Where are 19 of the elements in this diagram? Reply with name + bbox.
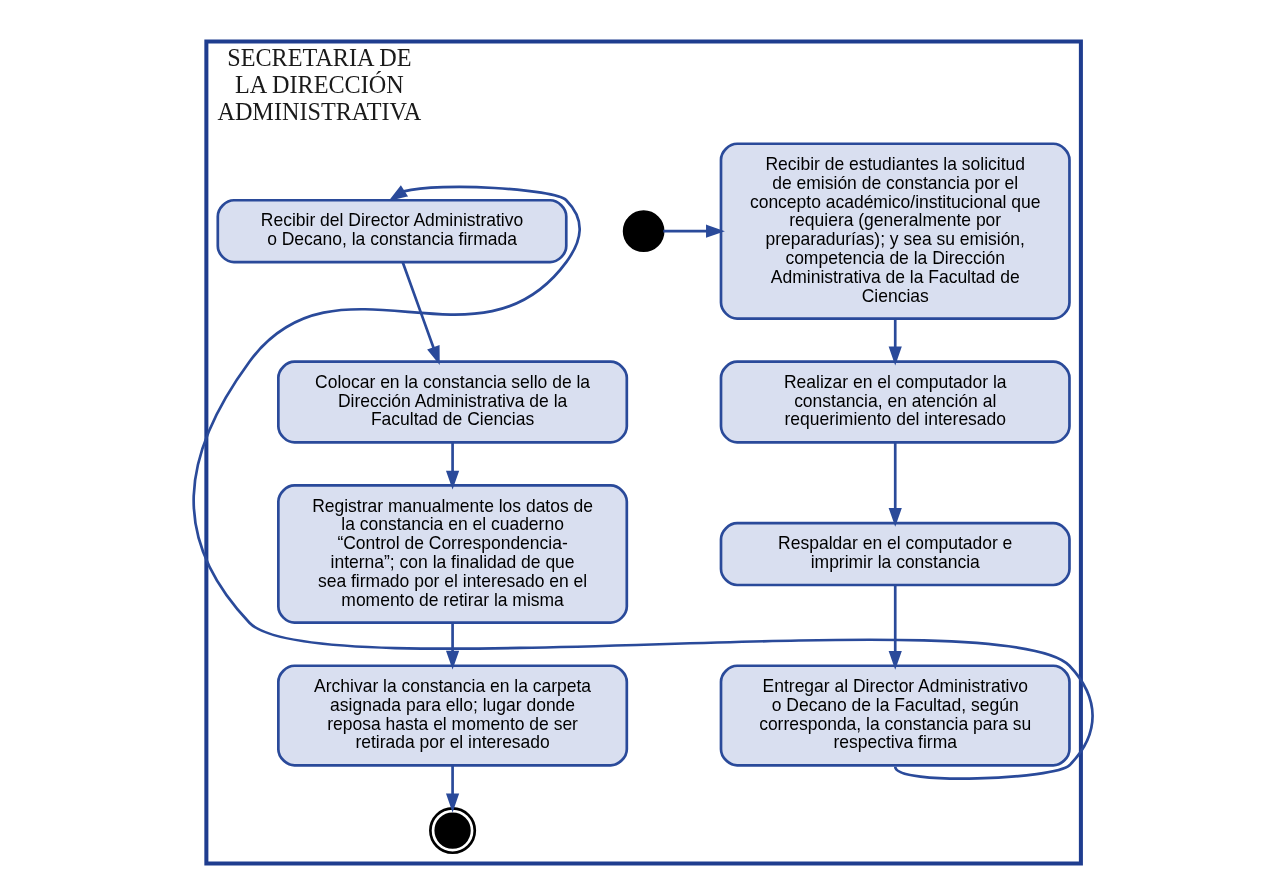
node-box: Registrar manualmente los datos de la constancia en el cuaderno “Control de Correspondencia-interna”; con la finalidad de que sea firmado por el interesado en el momento de retirar la misma xyxy=(277,484,629,625)
arrow xyxy=(445,442,460,490)
node-box: Archivar la constancia en la carpeta asignada para ello; lugar donde reposa hasta el momento de ser retirada por el interesado xyxy=(277,664,629,767)
arrow xyxy=(445,765,460,813)
arrow xyxy=(663,224,725,238)
node-box: Respaldar en el computador e imprimir la constancia xyxy=(719,521,1071,587)
node-box: Recibir de estudiantes la solicitud de emisión de constancia por el concepto académico/institucional que requiera (generalmente por preparadurías); y sea su emisión, competencia de la Dirección Administrativa de la Facultad de Ciencias xyxy=(719,142,1071,320)
arrow xyxy=(888,319,902,366)
node-circle xyxy=(622,210,665,253)
node-circle xyxy=(429,807,477,855)
node-box: Realizar en el computador la constancia, en atención al requerimiento del interesado xyxy=(719,360,1071,444)
arrow xyxy=(888,442,902,527)
arrow xyxy=(401,261,440,366)
arrow xyxy=(888,585,902,670)
arrow xyxy=(445,622,460,670)
node-box: Colocar en la constancia sello de la Dirección Administrativa de la Facultad de Ciencias xyxy=(277,360,629,444)
node-box: Entregar al Director Administrativo o Decano de la Facultad, según corresponda, la constancia para su respectiva firma xyxy=(719,664,1071,767)
arrow xyxy=(192,185,1094,780)
node-box: Recibir del Director Administrativo o Decano, la constancia firmada xyxy=(216,198,568,264)
